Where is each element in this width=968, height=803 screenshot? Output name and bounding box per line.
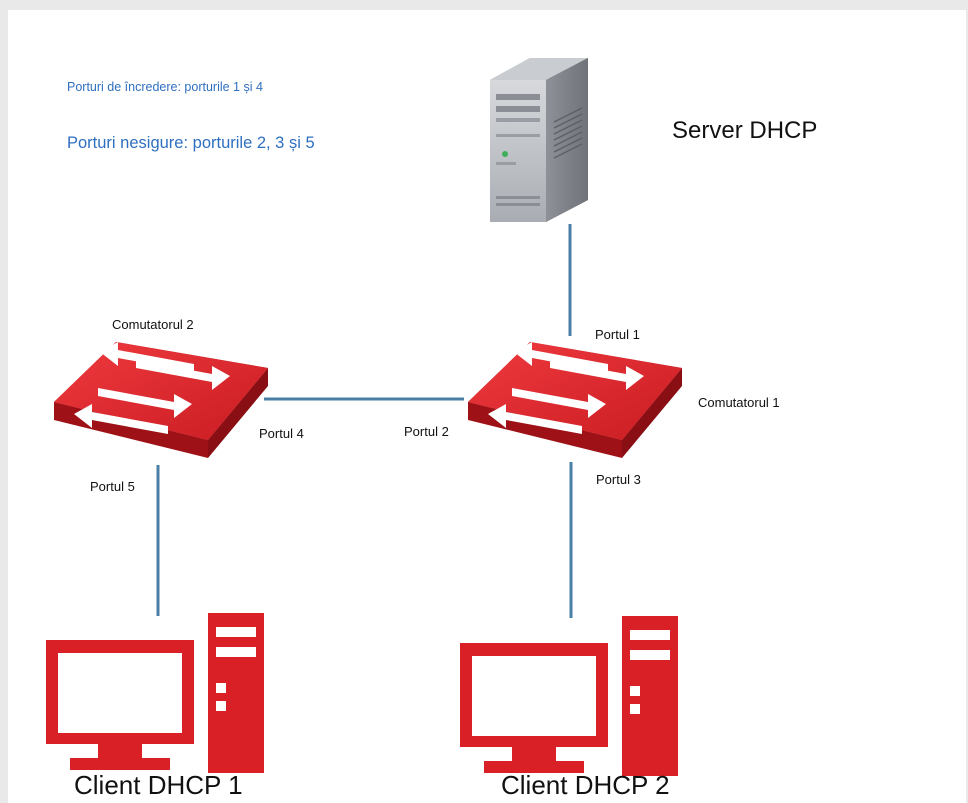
client-1-label: Client DHCP 1: [74, 770, 243, 800]
port-3-label: Portul 3: [596, 472, 641, 487]
switch-2-icon: [54, 342, 268, 458]
port-2-label: Portul 2: [404, 424, 449, 439]
client-2-label: Client DHCP 2: [501, 770, 670, 800]
switch-2-label: Comutatorul 2: [112, 317, 194, 332]
untrusted-ports-note: Porturi nesigure: porturile 2, 3 și 5: [67, 134, 315, 152]
switch-1-label: Comutatorul 1: [698, 395, 780, 410]
network-diagram: Porturi de încredere: porturile 1 și 4 P…: [8, 10, 966, 803]
switch-1-icon: [468, 342, 682, 458]
client-1-computer-icon: [46, 613, 264, 773]
port-5-label: Portul 5: [90, 479, 135, 494]
server-tower-icon: [490, 58, 588, 222]
port-4-label: Portul 4: [259, 426, 304, 441]
diagram-graphics: [46, 58, 682, 776]
server-label: Server DHCP: [672, 117, 818, 144]
trusted-ports-note: Porturi de încredere: porturile 1 și 4: [67, 80, 263, 94]
port-1-label: Portul 1: [595, 327, 640, 342]
client-2-computer-icon: [460, 616, 678, 776]
